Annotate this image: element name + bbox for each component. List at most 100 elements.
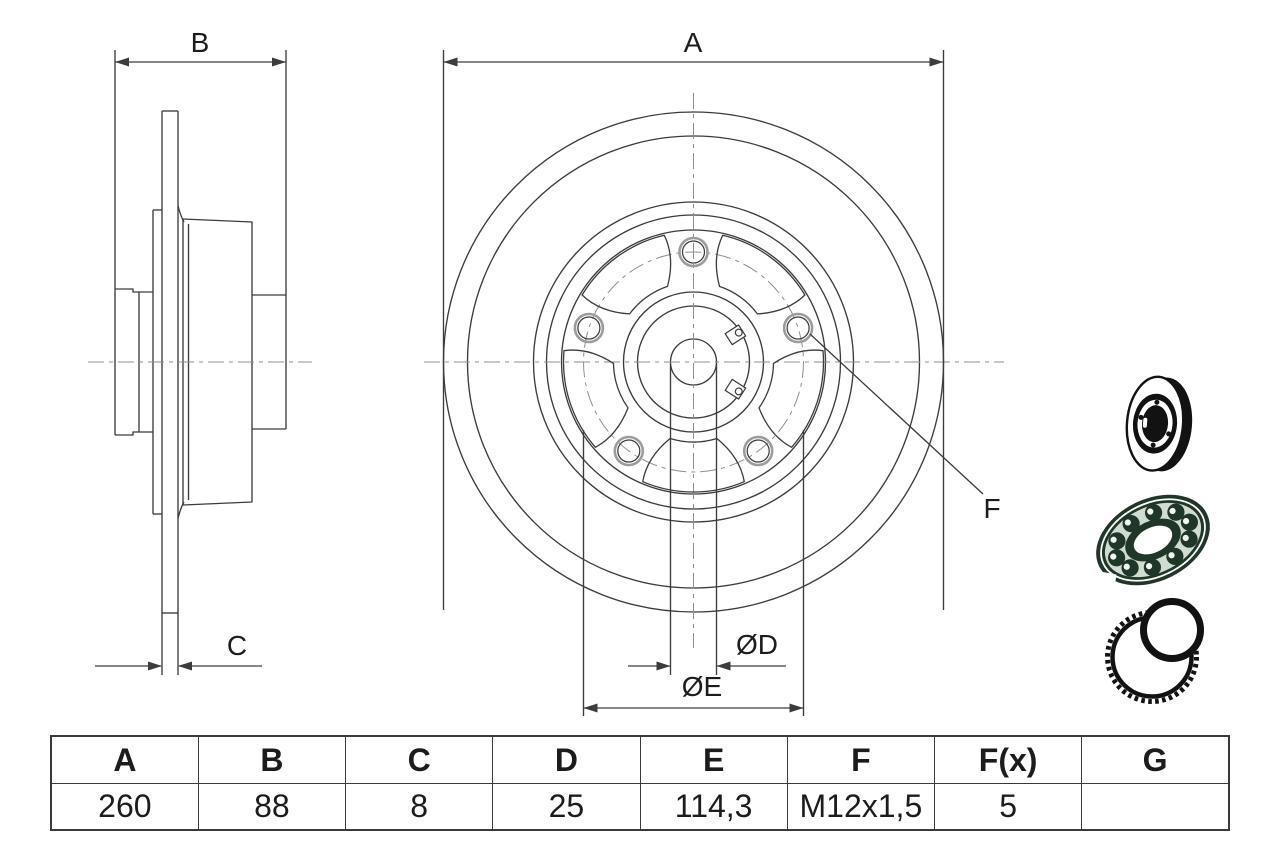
spoke-window [715, 234, 806, 315]
bearing-race-highlight [1100, 498, 1206, 582]
dimension-d: ØD [628, 364, 786, 675]
flange-bottom-step [115, 431, 153, 436]
dim-b-label: B [191, 27, 210, 58]
bolt-hole [746, 439, 770, 463]
bearing-ball [1167, 503, 1185, 521]
hub-notch [724, 378, 747, 400]
table-header-g: G [1081, 735, 1230, 784]
dim-d-arrow-right [716, 661, 731, 671]
dim-f-label: F [983, 493, 1000, 524]
side-view-drawing [88, 50, 312, 675]
dimension-a: A [442, 27, 945, 610]
bolt-hole-chamfer [678, 236, 709, 268]
dim-c-arrow-left [148, 661, 162, 671]
bolt-holes [573, 236, 814, 467]
bearing-ball [1144, 504, 1163, 522]
dim-a-arrow-left [443, 57, 458, 67]
flange-top-step [115, 288, 153, 293]
bearing-ball-highlight [1110, 536, 1117, 543]
dim-e-arrow-left [583, 703, 598, 713]
drum-bottom-fillet [177, 501, 185, 519]
disc-icon-bolt-dot [1154, 399, 1160, 405]
table-header-row: A B C D E F F(x) G [50, 735, 1230, 784]
wheel-bearing-icon [1096, 494, 1210, 586]
bolt-hole [786, 316, 810, 340]
spoke-window [562, 349, 629, 448]
bolt-hole-chamfer [782, 312, 814, 344]
bearing-ball [1122, 515, 1140, 533]
table-header-fx: F(x) [933, 735, 1083, 784]
abs-sensor-ring-icon [1105, 598, 1204, 704]
dimension-e: ØE [582, 430, 805, 716]
dim-d-label: ØD [736, 629, 778, 660]
hub-notch [724, 324, 747, 346]
bearing-ball-highlight [1123, 563, 1130, 570]
dim-e-label: ØE [682, 671, 722, 702]
bearing-ball [1180, 530, 1198, 548]
dimension-c: C [95, 630, 262, 671]
bearing-ball [1121, 559, 1139, 577]
dim-f-leader-line [809, 333, 984, 495]
disc-icon-bore-highlight [1142, 417, 1148, 428]
bearing-ball [1180, 513, 1199, 531]
bearing-ball [1108, 532, 1126, 550]
dim-b-arrow-left [115, 57, 129, 67]
bearing-ball-highlight [1169, 507, 1176, 515]
dimension-b: B [115, 27, 286, 67]
disc-icon-bolt-dot [1138, 414, 1144, 420]
bearing-ball [1166, 547, 1184, 565]
table-header-a: A [50, 735, 199, 784]
dimension-f: F [809, 333, 1001, 524]
dim-a-label: A [684, 27, 703, 58]
dimension-table: A B C D E F F(x) G 260 88 8 25 114,3 M12… [50, 735, 1230, 831]
drum-top-fillet [177, 205, 185, 223]
dim-b-arrow-right [272, 57, 286, 67]
bearing-race-notch [1101, 571, 1117, 582]
bearing-ball-highlight [1147, 508, 1154, 515]
table-header-b: B [197, 735, 347, 784]
table-header-c: C [344, 735, 494, 784]
bolt-hole [681, 240, 706, 264]
bearing-balls [1107, 503, 1199, 577]
table-header-e: E [639, 735, 788, 784]
dim-e-arrow-right [789, 703, 804, 713]
front-view-drawing [424, 93, 1004, 648]
table-header-f: F [786, 735, 936, 784]
bolt-hole [577, 316, 601, 340]
table-value-e: 114,3 [639, 783, 788, 831]
spoke-windows [562, 234, 825, 493]
disc-icon-bore [1141, 405, 1169, 443]
table-value-b: 88 [197, 783, 347, 831]
table-value-d: 25 [492, 783, 641, 831]
bearing-ball-highlight [1124, 519, 1131, 526]
hub-notch-hole [734, 328, 743, 337]
table-value-row: 260 88 8 25 114,3 M12x1,5 5 [50, 783, 1230, 831]
bearing-ball-highlight [1145, 563, 1153, 570]
table-value-f: M12x1,5 [786, 783, 936, 831]
spoke-window [758, 349, 825, 448]
table-value-a: 260 [50, 783, 199, 831]
bearing-ball [1143, 558, 1162, 576]
dim-d-arrow-left [656, 661, 671, 671]
hub-notch-hole [734, 387, 743, 396]
table-value-c: 8 [344, 783, 494, 831]
table-value-fx: 5 [933, 783, 1083, 831]
bearing-ball-highlight [1110, 553, 1117, 560]
dim-c-label: C [227, 630, 247, 661]
bearing-ball [1107, 549, 1126, 567]
spoke-window [581, 234, 672, 315]
table-header-d: D [492, 735, 641, 784]
bolt-hole-chamfer [742, 435, 774, 467]
bolt-hole-chamfer [573, 312, 605, 344]
bolt-hole-chamfer [613, 435, 645, 467]
hub-notches [724, 324, 747, 400]
abs-ring-teeth [1105, 610, 1199, 704]
dim-c-arrow-right [178, 661, 192, 671]
disc-icon-bolt-dot [1166, 431, 1172, 437]
bearing-bore [1133, 525, 1173, 555]
dim-a-arrow-right [929, 57, 944, 67]
bearing-ball-highlight [1168, 552, 1175, 559]
bolt-hole [617, 439, 641, 463]
